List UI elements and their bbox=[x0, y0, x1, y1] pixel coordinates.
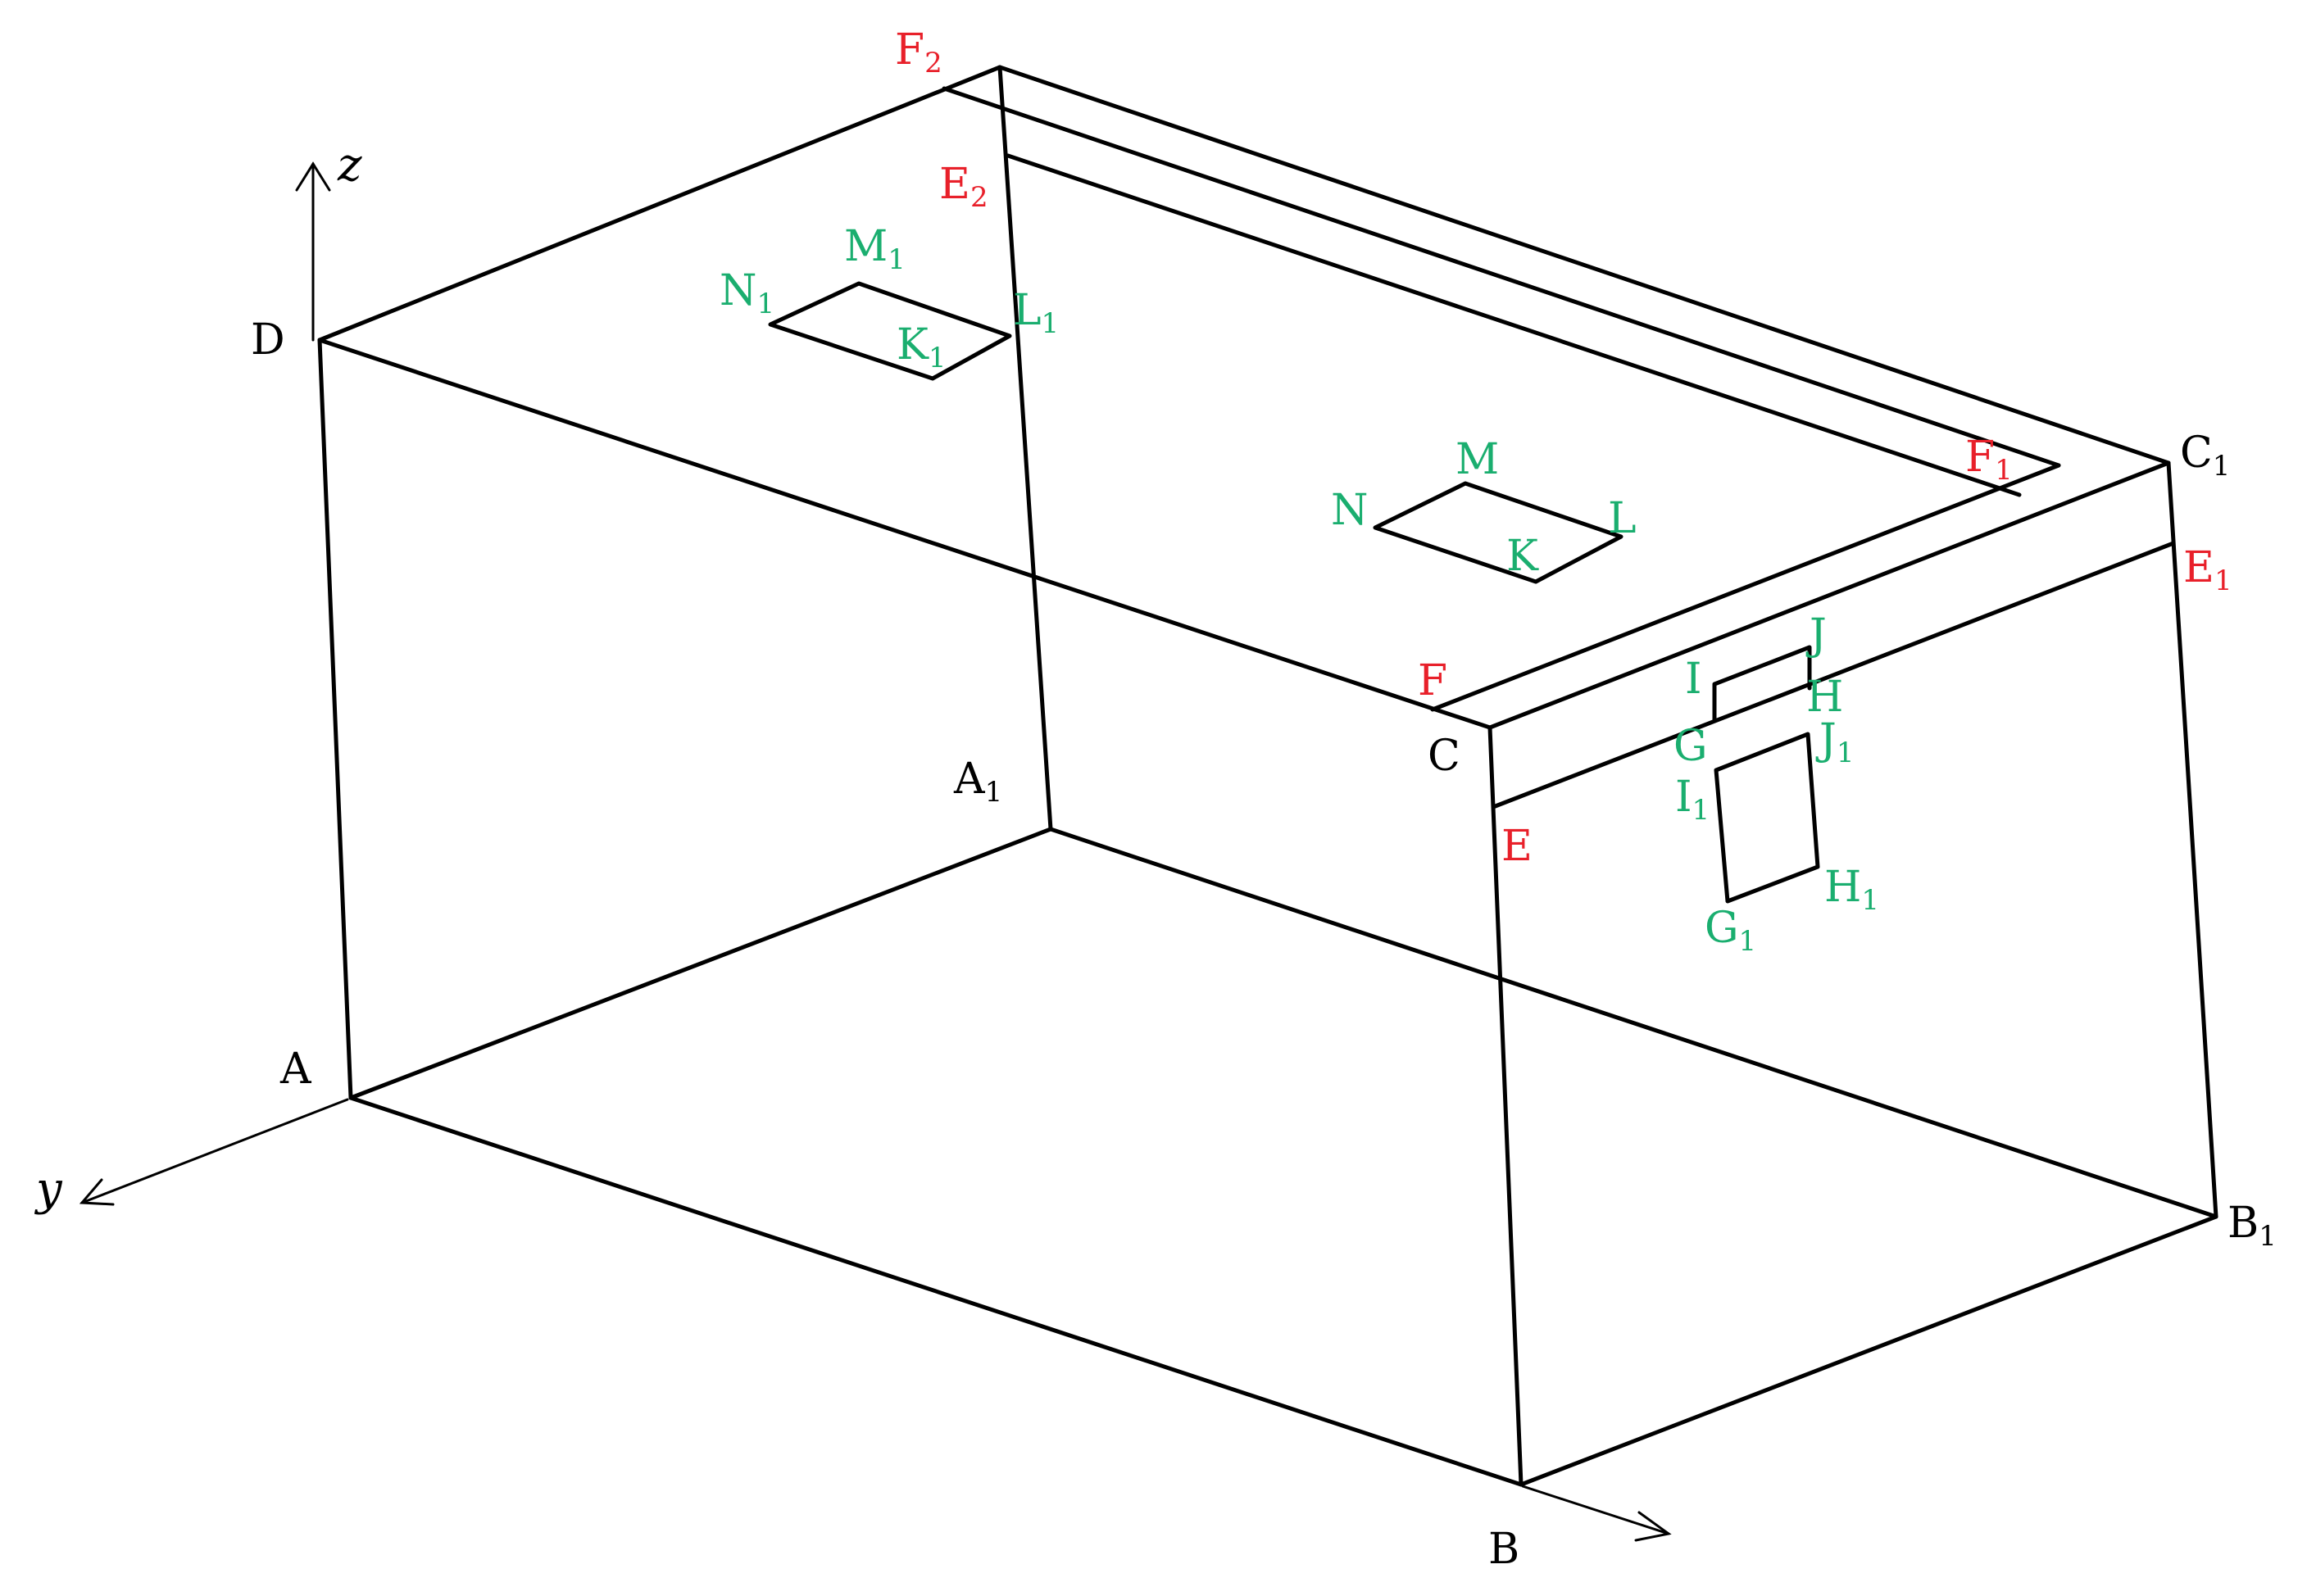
point-labels: D A A1 B B1 C C1 E E1 E2 F F1 F2 N1 M1 L… bbox=[251, 25, 2277, 1574]
line-E2-inner bbox=[1006, 153, 2022, 497]
y-axis-line bbox=[80, 1098, 349, 1204]
label-J: J bbox=[1805, 610, 1827, 660]
label-N1: N1 bbox=[720, 266, 774, 320]
label-E1: E1 bbox=[2183, 543, 2232, 597]
label-I1: I1 bbox=[1675, 773, 1710, 827]
label-J1: J1 bbox=[1815, 715, 1855, 769]
opening-G-H-I-J bbox=[1712, 645, 1812, 723]
edge-C1-B1 bbox=[2166, 460, 2218, 1219]
label-H: H bbox=[1806, 673, 1843, 722]
edge-D-A bbox=[317, 338, 353, 1100]
label-H1: H1 bbox=[1824, 863, 1879, 917]
label-G: G bbox=[1673, 722, 1708, 771]
label-C: C bbox=[1428, 732, 1460, 781]
boundary-strips bbox=[942, 86, 2176, 809]
label-K1: K1 bbox=[897, 320, 947, 374]
edge-B-B1 bbox=[1519, 1214, 2218, 1487]
label-A1: A1 bbox=[953, 755, 1002, 809]
x-axis-line bbox=[1521, 1485, 1670, 1535]
label-F: F bbox=[1418, 656, 1447, 705]
coordinate-axes: z y bbox=[34, 138, 1672, 1542]
z-axis-label: z bbox=[337, 138, 362, 192]
x-axis-arrowhead bbox=[1634, 1511, 1672, 1542]
label-I: I bbox=[1685, 655, 1702, 704]
label-F1: F1 bbox=[1965, 433, 2013, 487]
label-E: E bbox=[1501, 822, 1533, 871]
edge-A1-vertical bbox=[997, 65, 1053, 832]
label-D: D bbox=[251, 315, 285, 365]
opening-K1-L1-M1-N1 bbox=[768, 281, 1012, 381]
ceiling-openings bbox=[768, 281, 1623, 584]
label-M: M bbox=[1455, 435, 1499, 484]
label-N: N bbox=[1331, 486, 1369, 535]
edge-top-back bbox=[997, 65, 2171, 465]
y-axis-arrowhead bbox=[79, 1178, 115, 1206]
z-axis-arrowhead bbox=[295, 161, 331, 192]
label-L: L bbox=[1608, 494, 1637, 543]
edge-A1-B1 bbox=[1048, 827, 2218, 1219]
opening-K-L-M-N bbox=[1373, 481, 1623, 584]
label-A: A bbox=[279, 1045, 312, 1094]
label-B1: B1 bbox=[2227, 1199, 2277, 1253]
label-G1: G1 bbox=[1705, 904, 1756, 958]
line-F1-F bbox=[1430, 463, 2061, 712]
label-L1: L1 bbox=[1013, 286, 1059, 340]
label-E2: E2 bbox=[939, 160, 988, 214]
box-edges bbox=[317, 65, 2218, 1487]
label-B: B bbox=[1488, 1525, 1519, 1574]
edge-C-B bbox=[1487, 725, 1524, 1487]
edge-D-top-back bbox=[317, 65, 1002, 342]
edge-C-C1 bbox=[1487, 460, 2171, 730]
line-F2-F1 bbox=[942, 86, 2061, 468]
opening-G1-H1-I1-J1 bbox=[1714, 732, 1820, 904]
line-E-E1 bbox=[1491, 541, 2176, 809]
y-axis-label: y bbox=[34, 1163, 63, 1216]
label-K: K bbox=[1506, 532, 1539, 581]
edge-D-C bbox=[317, 338, 1492, 730]
wall-openings bbox=[1712, 645, 1820, 904]
label-M1: M1 bbox=[844, 222, 906, 276]
label-C1: C1 bbox=[2180, 428, 2230, 483]
edge-A-A1 bbox=[348, 827, 1053, 1100]
edge-A-B bbox=[348, 1095, 1524, 1487]
label-F2: F2 bbox=[895, 25, 942, 79]
